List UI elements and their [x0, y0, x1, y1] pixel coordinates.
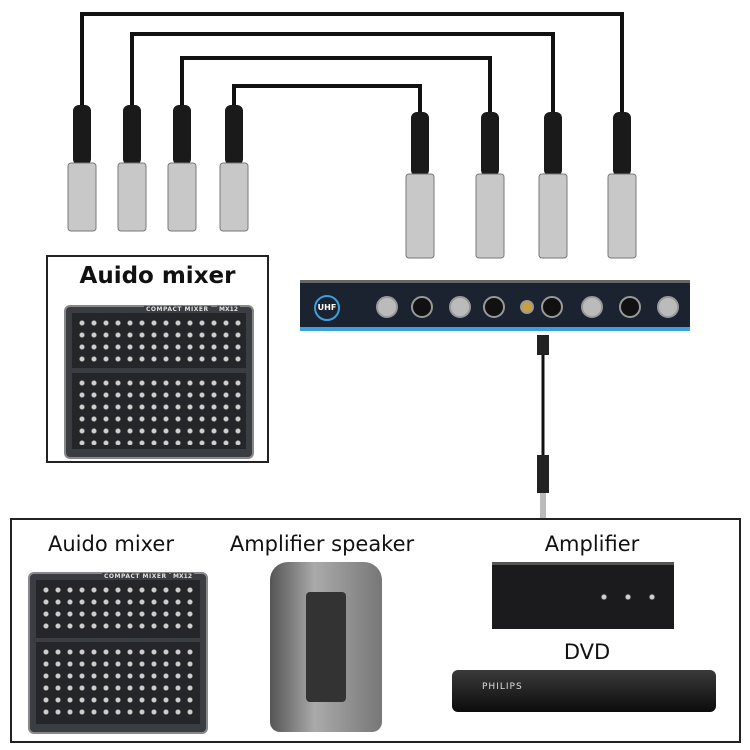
bnc-port-icon — [376, 296, 398, 318]
top-mixer-box: Auido mixer COMPACT MIXER MX12 — [46, 255, 269, 463]
cable-1 — [80, 12, 624, 115]
xlr-female-connector-icon — [607, 173, 637, 259]
mixer-image: COMPACT MIXER MX12 — [28, 572, 208, 734]
mixer-image: COMPACT MIXER MX12 — [64, 305, 254, 459]
xlr-male-connector-icon — [67, 162, 97, 232]
jack-plug-icon — [540, 493, 546, 519]
amplifier-label: Amplifier — [544, 532, 640, 556]
cable-3 — [180, 56, 492, 115]
xlr-female-boot-icon — [481, 112, 499, 176]
xlr-male-boot-icon — [123, 105, 141, 165]
xlr-male-boot-icon — [73, 105, 91, 165]
xlr-male-connector-icon — [117, 162, 147, 232]
dvd-label: DVD — [563, 640, 611, 664]
bnc-port-icon — [449, 296, 471, 318]
xlr-female-connector-icon — [405, 173, 435, 259]
xlr-cables — [80, 12, 624, 515]
bottom-devices-box: Auido mixer Amplifier speaker Amplifier … — [10, 518, 741, 743]
xlr-female-connector-icon — [538, 173, 568, 259]
xlr-male-connector-icon — [167, 162, 197, 232]
xlr-port-icon — [541, 296, 563, 318]
cable-4 — [232, 84, 422, 115]
jack-male-icon — [537, 455, 549, 493]
cable-2 — [130, 32, 555, 115]
xlr-port-icon — [411, 296, 433, 318]
xlr-female-boot-icon — [544, 112, 562, 176]
speaker-label: Amplifier speaker — [229, 532, 415, 556]
bnc-port-icon — [581, 296, 603, 318]
accent-stripe — [300, 327, 690, 331]
mixer-model: MX12 — [217, 306, 240, 313]
xlr-port-icon — [483, 296, 505, 318]
jack-female-icon — [537, 335, 549, 355]
speaker-image — [270, 562, 382, 732]
xlr-male-boot-icon — [225, 105, 243, 165]
xlr-female-boot-icon — [613, 112, 631, 176]
bottom-mixer-label: Auido mixer — [48, 532, 174, 556]
dvd-brand: PHILIPS — [482, 682, 523, 692]
xlr-female-connector-icon — [475, 173, 505, 259]
uhf-logo: UHF — [314, 295, 340, 321]
xlr-male-boot-icon — [173, 105, 191, 165]
mixer-brand: COMPACT MIXER — [102, 573, 169, 580]
dvd-image: PHILIPS — [452, 670, 716, 712]
xlr-port-icon — [619, 296, 641, 318]
mixer-model: MX12 — [171, 573, 194, 580]
bnc-port-icon — [657, 296, 679, 318]
wireless-receiver: UHF — [300, 280, 690, 331]
top-mixer-label: Auido mixer — [79, 263, 236, 289]
jack-port-icon — [520, 300, 534, 314]
xlr-male-connector-icon — [219, 162, 249, 232]
xlr-female-boot-icon — [411, 112, 429, 176]
mixer-brand: COMPACT MIXER — [144, 306, 211, 313]
amplifier-image — [492, 562, 674, 629]
